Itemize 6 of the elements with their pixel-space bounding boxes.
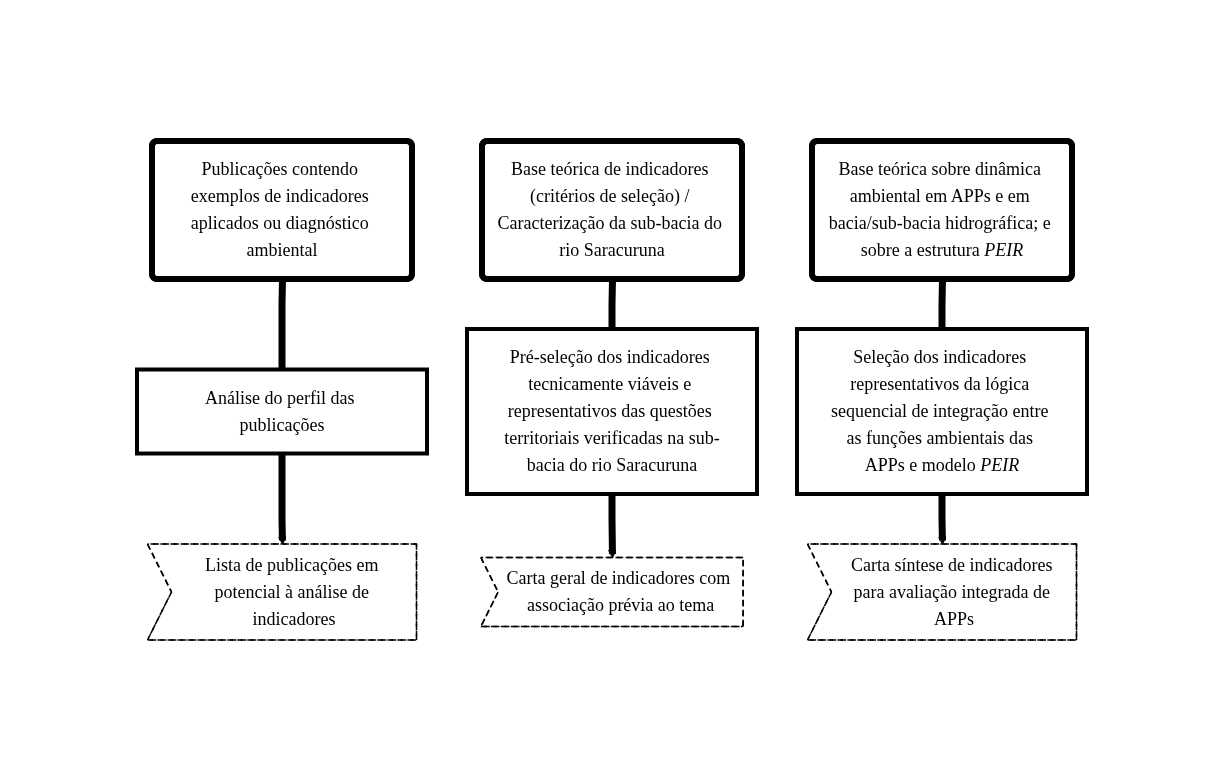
arrow	[937, 493, 947, 545]
node-box: Análise do perfil das publicações	[134, 367, 429, 455]
arrow	[277, 453, 287, 545]
arrow	[607, 493, 617, 558]
node-box: Seleção dos indicadores representativos da lógica sequencial de integração entre as funções ambientais das APPs e modelo PEIR	[794, 326, 1089, 496]
node-box: Pré-seleção dos indicadores tecnicamente viáveis e representativos das questões territoriais verificadas na sub-bacia do rio Saracuruna	[464, 326, 759, 496]
